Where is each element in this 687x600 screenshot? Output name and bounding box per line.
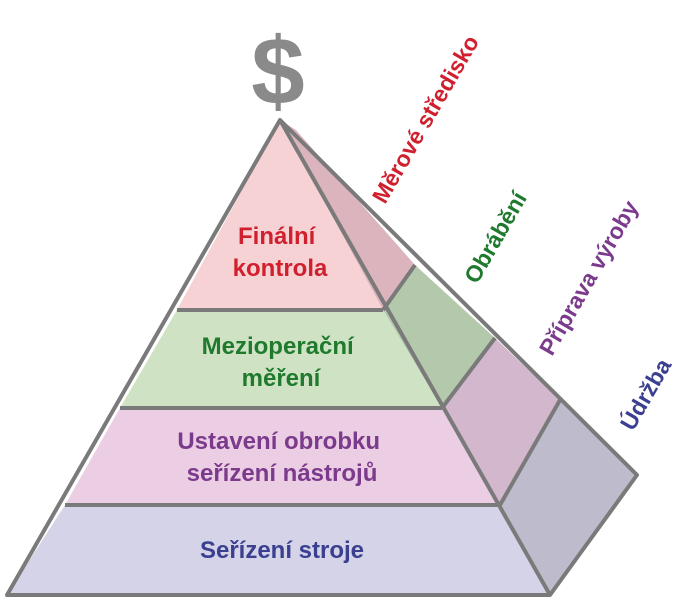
side-label-measuring-center: Měrové středisko — [367, 31, 484, 208]
level-label-interoperation-measurement: Mezioperační měření — [202, 333, 361, 392]
level-interoperation-measurement — [120, 310, 442, 408]
side-label-machining: Obrábění — [459, 186, 533, 288]
level-workpiece-setup — [65, 408, 500, 505]
level-label-final-inspection: Finální kontrola — [233, 223, 328, 282]
side-label-maintenance: Údržba — [614, 353, 676, 434]
level-label-workpiece-setup: Ustavení obrobku seřízení nástrojů — [177, 428, 386, 487]
level-machine-setup — [7, 505, 550, 595]
side-face-production-prep — [442, 338, 560, 505]
level-label-machine-setup: Seřízení stroje — [200, 537, 364, 564]
pyramid-outline — [5, 118, 639, 597]
side-face-measuring-center — [280, 120, 415, 310]
level-final-inspection — [177, 120, 383, 310]
dollar-symbol: $ — [251, 18, 304, 125]
side-label-production-prep: Příprava výroby — [534, 196, 644, 360]
